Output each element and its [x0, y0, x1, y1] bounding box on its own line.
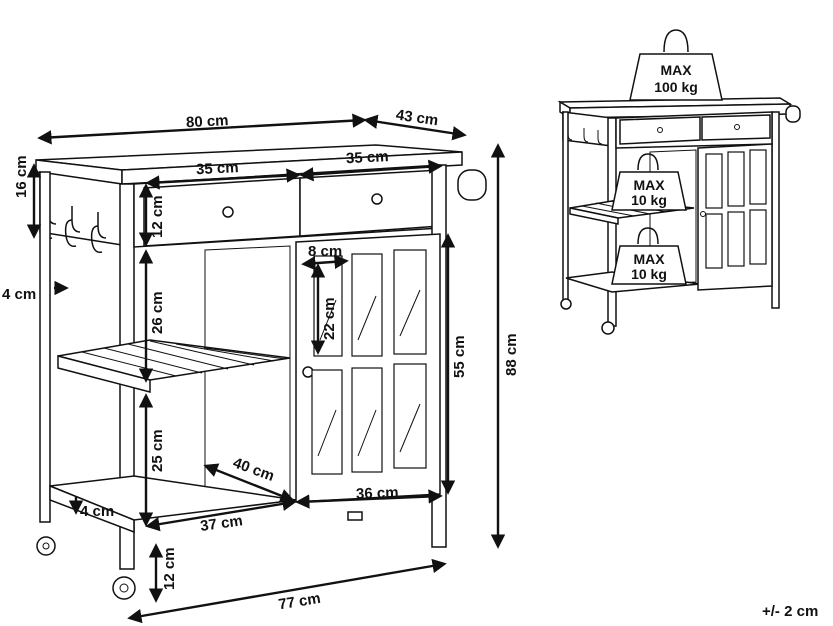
drawer-knob-left-icon: [222, 206, 234, 218]
dim-top-width: 80 cm: [186, 112, 229, 131]
weight-lower-line1: MAX: [633, 251, 665, 267]
dim-lower-shelf-gap: 25 cm: [149, 429, 166, 472]
load-capacity-drawing: MAX 100 kg MAX 10 kg MAX 10 kg: [557, 29, 801, 335]
weight-icon-lower-shelf: MAX 10 kg: [611, 227, 687, 285]
dim-top-depth: 43 cm: [395, 107, 439, 130]
glass-panes: [311, 249, 427, 475]
dimension-lines: [26, 113, 506, 624]
weight-icon-top: MAX 100 kg: [629, 29, 723, 101]
weight-upper-line1: MAX: [633, 177, 665, 193]
weight-top-line1: MAX: [660, 62, 692, 78]
towel-bar-icon: [457, 169, 487, 201]
dim-hook-height: 16 cm: [13, 155, 30, 198]
dim-glass-pane-height: 22 cm: [321, 297, 338, 340]
weight-icon-upper-shelf: MAX 10 kg: [611, 153, 687, 211]
dim-drawer-left-width: 35 cm: [196, 159, 239, 178]
drawer-right: [299, 169, 441, 237]
dim-side-offset: 4 cm: [2, 286, 36, 303]
dim-shelf-width: 37 cm: [199, 512, 243, 535]
dim-glass-pane-width: 8 cm: [308, 243, 342, 260]
dim-drawer-height: 12 cm: [149, 195, 166, 238]
drawer-knob-right-icon: [371, 193, 383, 205]
weight-lower-line2: 10 kg: [631, 266, 667, 282]
weight-top-line2: 100 kg: [654, 79, 698, 95]
drawer-left: [143, 177, 301, 247]
dim-drawer-right-width: 35 cm: [346, 148, 389, 167]
dim-bottom-rail: 4 cm: [80, 503, 114, 520]
dim-upper-shelf-gap: 26 cm: [149, 291, 166, 334]
tolerance-note: +/- 2 cm: [762, 603, 818, 620]
main-cart-drawing: [35, 144, 487, 600]
dim-base-width: 77 cm: [277, 590, 322, 613]
dim-total-height: 88 cm: [503, 333, 520, 376]
weight-upper-line2: 10 kg: [631, 192, 667, 208]
dim-door-height: 55 cm: [451, 335, 468, 378]
dim-leg-height: 12 cm: [161, 547, 178, 590]
dim-cabinet-width: 36 cm: [356, 484, 399, 502]
dim-shelf-depth: 40 cm: [231, 454, 277, 485]
